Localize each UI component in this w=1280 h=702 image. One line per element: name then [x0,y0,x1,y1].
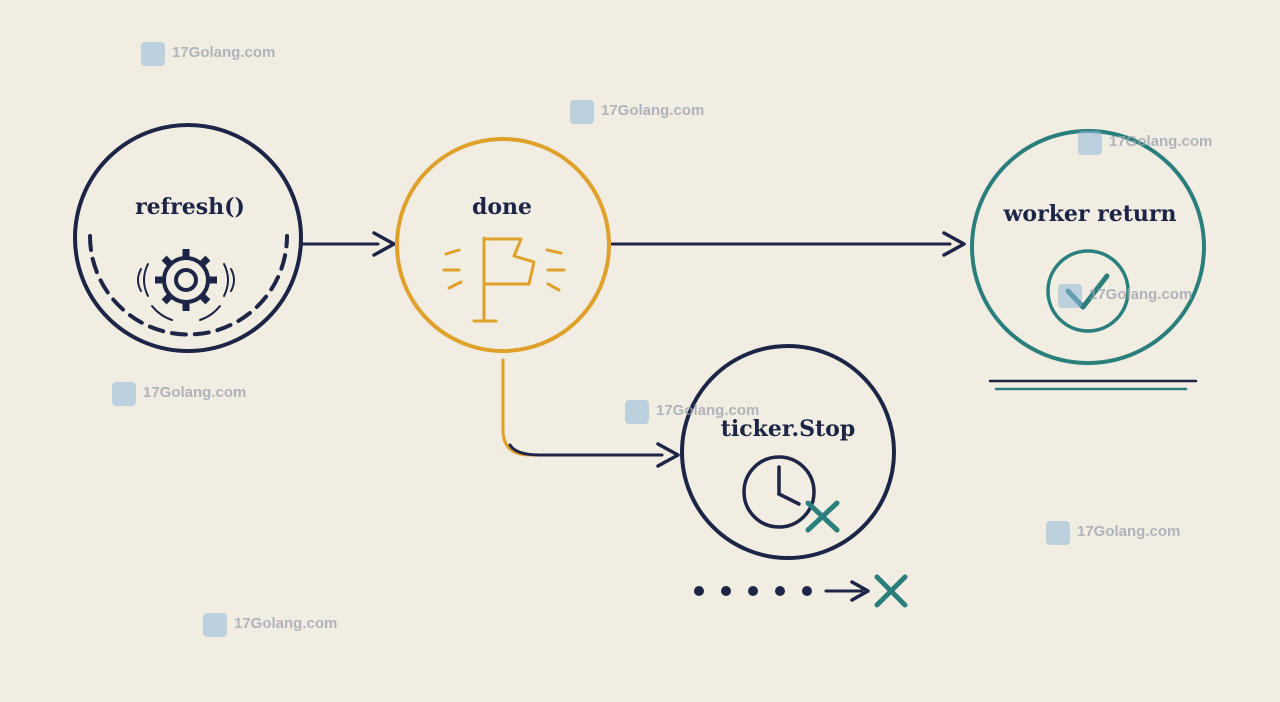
site-logo-icon [625,400,649,424]
watermark-text: 17Golang.com [656,402,759,419]
node-worker-return-label: worker return [1002,201,1176,227]
node-done-label: done [472,194,532,220]
watermark-text: 17Golang.com [601,102,704,119]
watermark: 17Golang.com [141,42,275,66]
ground-underline [988,379,1198,391]
node-worker-return: worker return [970,129,1206,391]
watermark: 17Golang.com [203,613,337,637]
stopped-ticks-trail [694,574,908,608]
site-logo-icon [1058,284,1082,308]
site-logo-icon [112,382,136,406]
site-logo-icon [203,613,227,637]
watermark: 17Golang.com [625,400,759,424]
cancel-x-icon [874,574,908,608]
site-logo-icon [1046,521,1070,545]
arrow-refresh-to-done [300,231,396,257]
watermark-text: 17Golang.com [234,615,337,632]
watermark-text: 17Golang.com [1109,133,1212,150]
node-ticker-stop-label: ticker.Stop [721,416,856,442]
flag-icon [442,236,566,323]
site-logo-icon [141,42,165,66]
watermark: 17Golang.com [570,100,704,124]
site-logo-icon [1078,131,1102,155]
watermark: 17Golang.com [1058,284,1192,308]
gear-icon [137,249,235,321]
node-refresh: refresh() [73,123,303,353]
watermark: 17Golang.com [1078,131,1212,155]
node-ticker-stop: ticker.Stop [680,344,896,560]
clock-cancel-icon [742,455,840,533]
watermark: 17Golang.com [112,382,246,406]
watermark-text: 17Golang.com [1077,523,1180,540]
watermark-text: 17Golang.com [143,384,246,401]
site-logo-icon [570,100,594,124]
arrow-done-to-worker-return [610,231,966,257]
arrow-done-to-ticker-stop [501,358,680,468]
watermark: 17Golang.com [1046,521,1180,545]
watermark-text: 17Golang.com [1089,286,1192,303]
node-refresh-label: refresh() [135,194,245,220]
node-done: done [395,137,611,353]
watermark-text: 17Golang.com [172,44,275,61]
